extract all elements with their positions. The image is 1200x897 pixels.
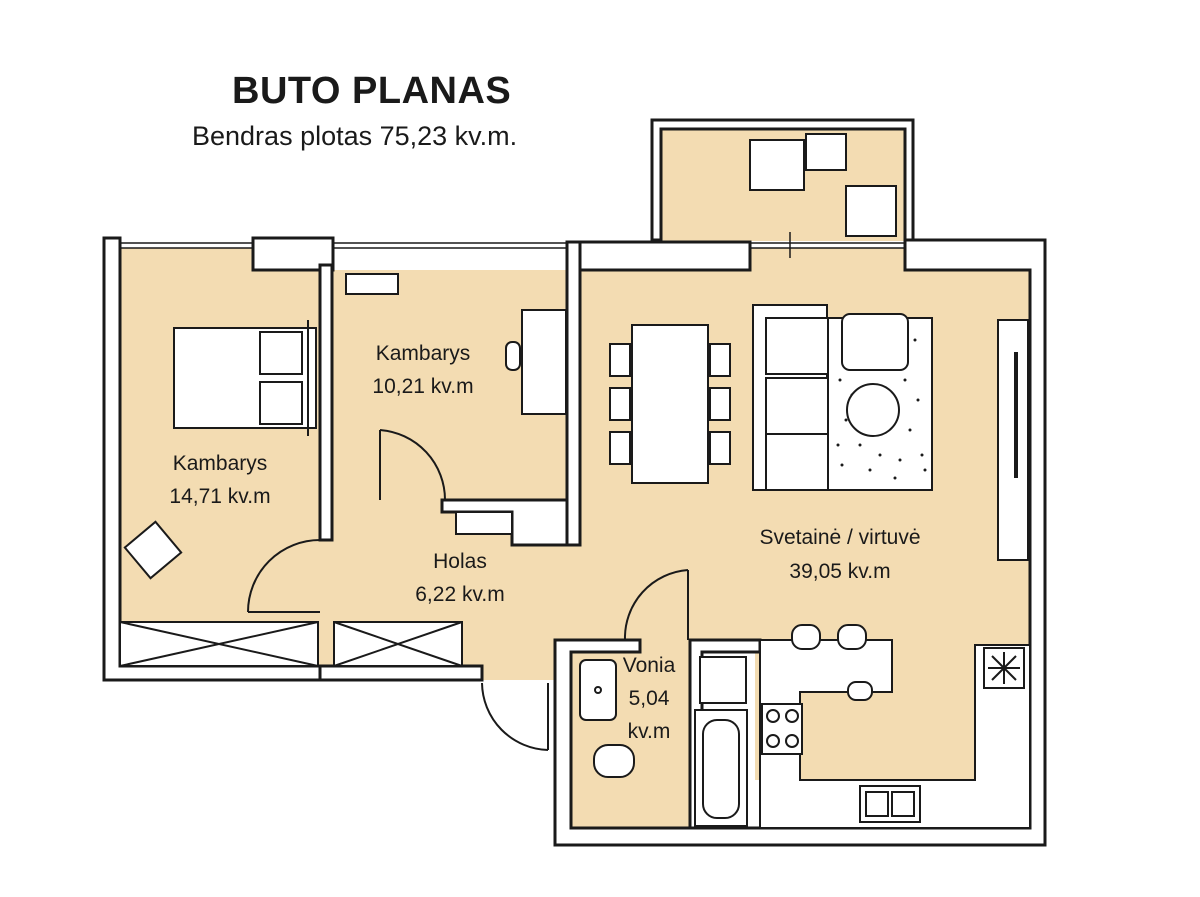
bed bbox=[173, 320, 317, 436]
walls bbox=[102, 118, 1047, 847]
wall-divider-bedrooms bbox=[318, 263, 334, 542]
room-area-bedroom-small: 10,21 kv.m bbox=[372, 375, 473, 398]
balcony-frame bbox=[650, 118, 915, 242]
balcony-furniture bbox=[749, 133, 897, 237]
desk bbox=[345, 273, 567, 415]
wall-smallroom-right bbox=[565, 240, 752, 547]
wall-bottom-left bbox=[318, 664, 484, 682]
room-area-bath-value: 5,04 bbox=[629, 687, 670, 710]
wardrobes bbox=[119, 319, 1029, 667]
armchair bbox=[123, 520, 183, 580]
plan-title: BUTO PLANAS bbox=[232, 70, 512, 112]
kitchen bbox=[759, 624, 1031, 829]
doors bbox=[247, 429, 689, 751]
dining-set bbox=[609, 324, 731, 484]
room-name-hall: Holas bbox=[433, 550, 487, 573]
room-area-bath-unit: kv.m bbox=[628, 720, 671, 743]
plan-subtitle: Bendras plotas 75,23 kv.m. bbox=[192, 121, 518, 151]
windows bbox=[120, 232, 905, 258]
sofa-area bbox=[752, 304, 933, 491]
hall-shelf bbox=[455, 511, 513, 535]
room-area-hall: 6,22 kv.m bbox=[415, 583, 504, 606]
bedroom-large-floor bbox=[120, 248, 320, 666]
wall-right bbox=[553, 238, 1047, 847]
room-area-bedroom-large: 14,71 kv.m bbox=[169, 485, 270, 508]
bathroom-fixtures bbox=[579, 656, 748, 827]
room-name-bedroom-small: Kambarys bbox=[376, 342, 471, 365]
room-name-bath: Vonia bbox=[623, 654, 676, 677]
room-area-living: 39,05 kv.m bbox=[789, 560, 890, 583]
room-name-bedroom-large: Kambarys bbox=[173, 452, 268, 475]
room-name-living: Svetainė / virtuvė bbox=[759, 526, 920, 549]
